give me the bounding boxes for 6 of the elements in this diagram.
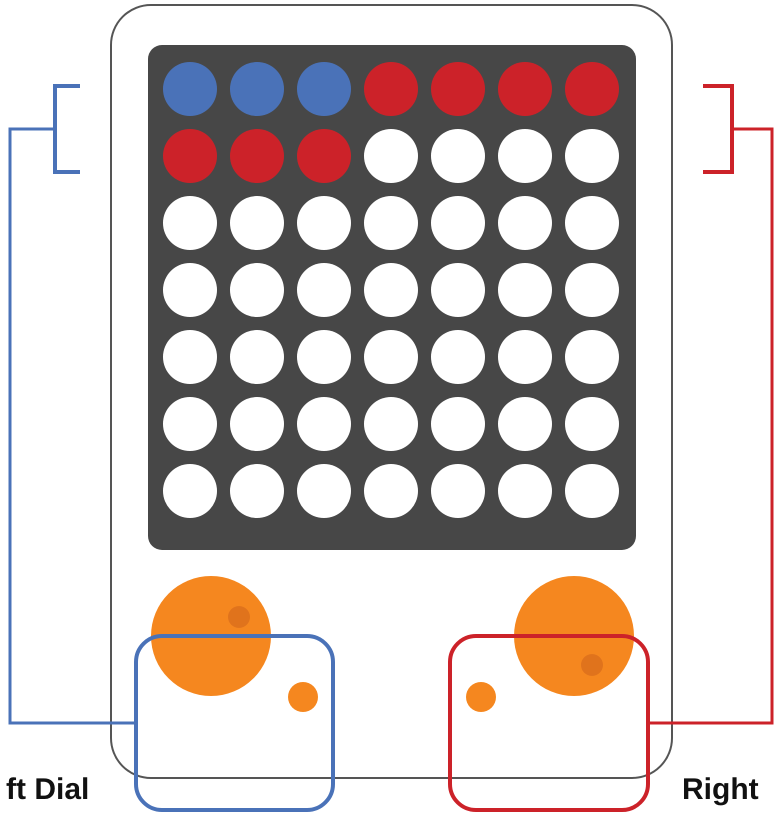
bracket (703, 84, 734, 174)
dial-label: Right (682, 774, 759, 806)
dial-label: ft Dial (6, 774, 90, 806)
leader-line (650, 128, 774, 724)
leader-line (8, 128, 134, 724)
bracket (53, 84, 80, 174)
